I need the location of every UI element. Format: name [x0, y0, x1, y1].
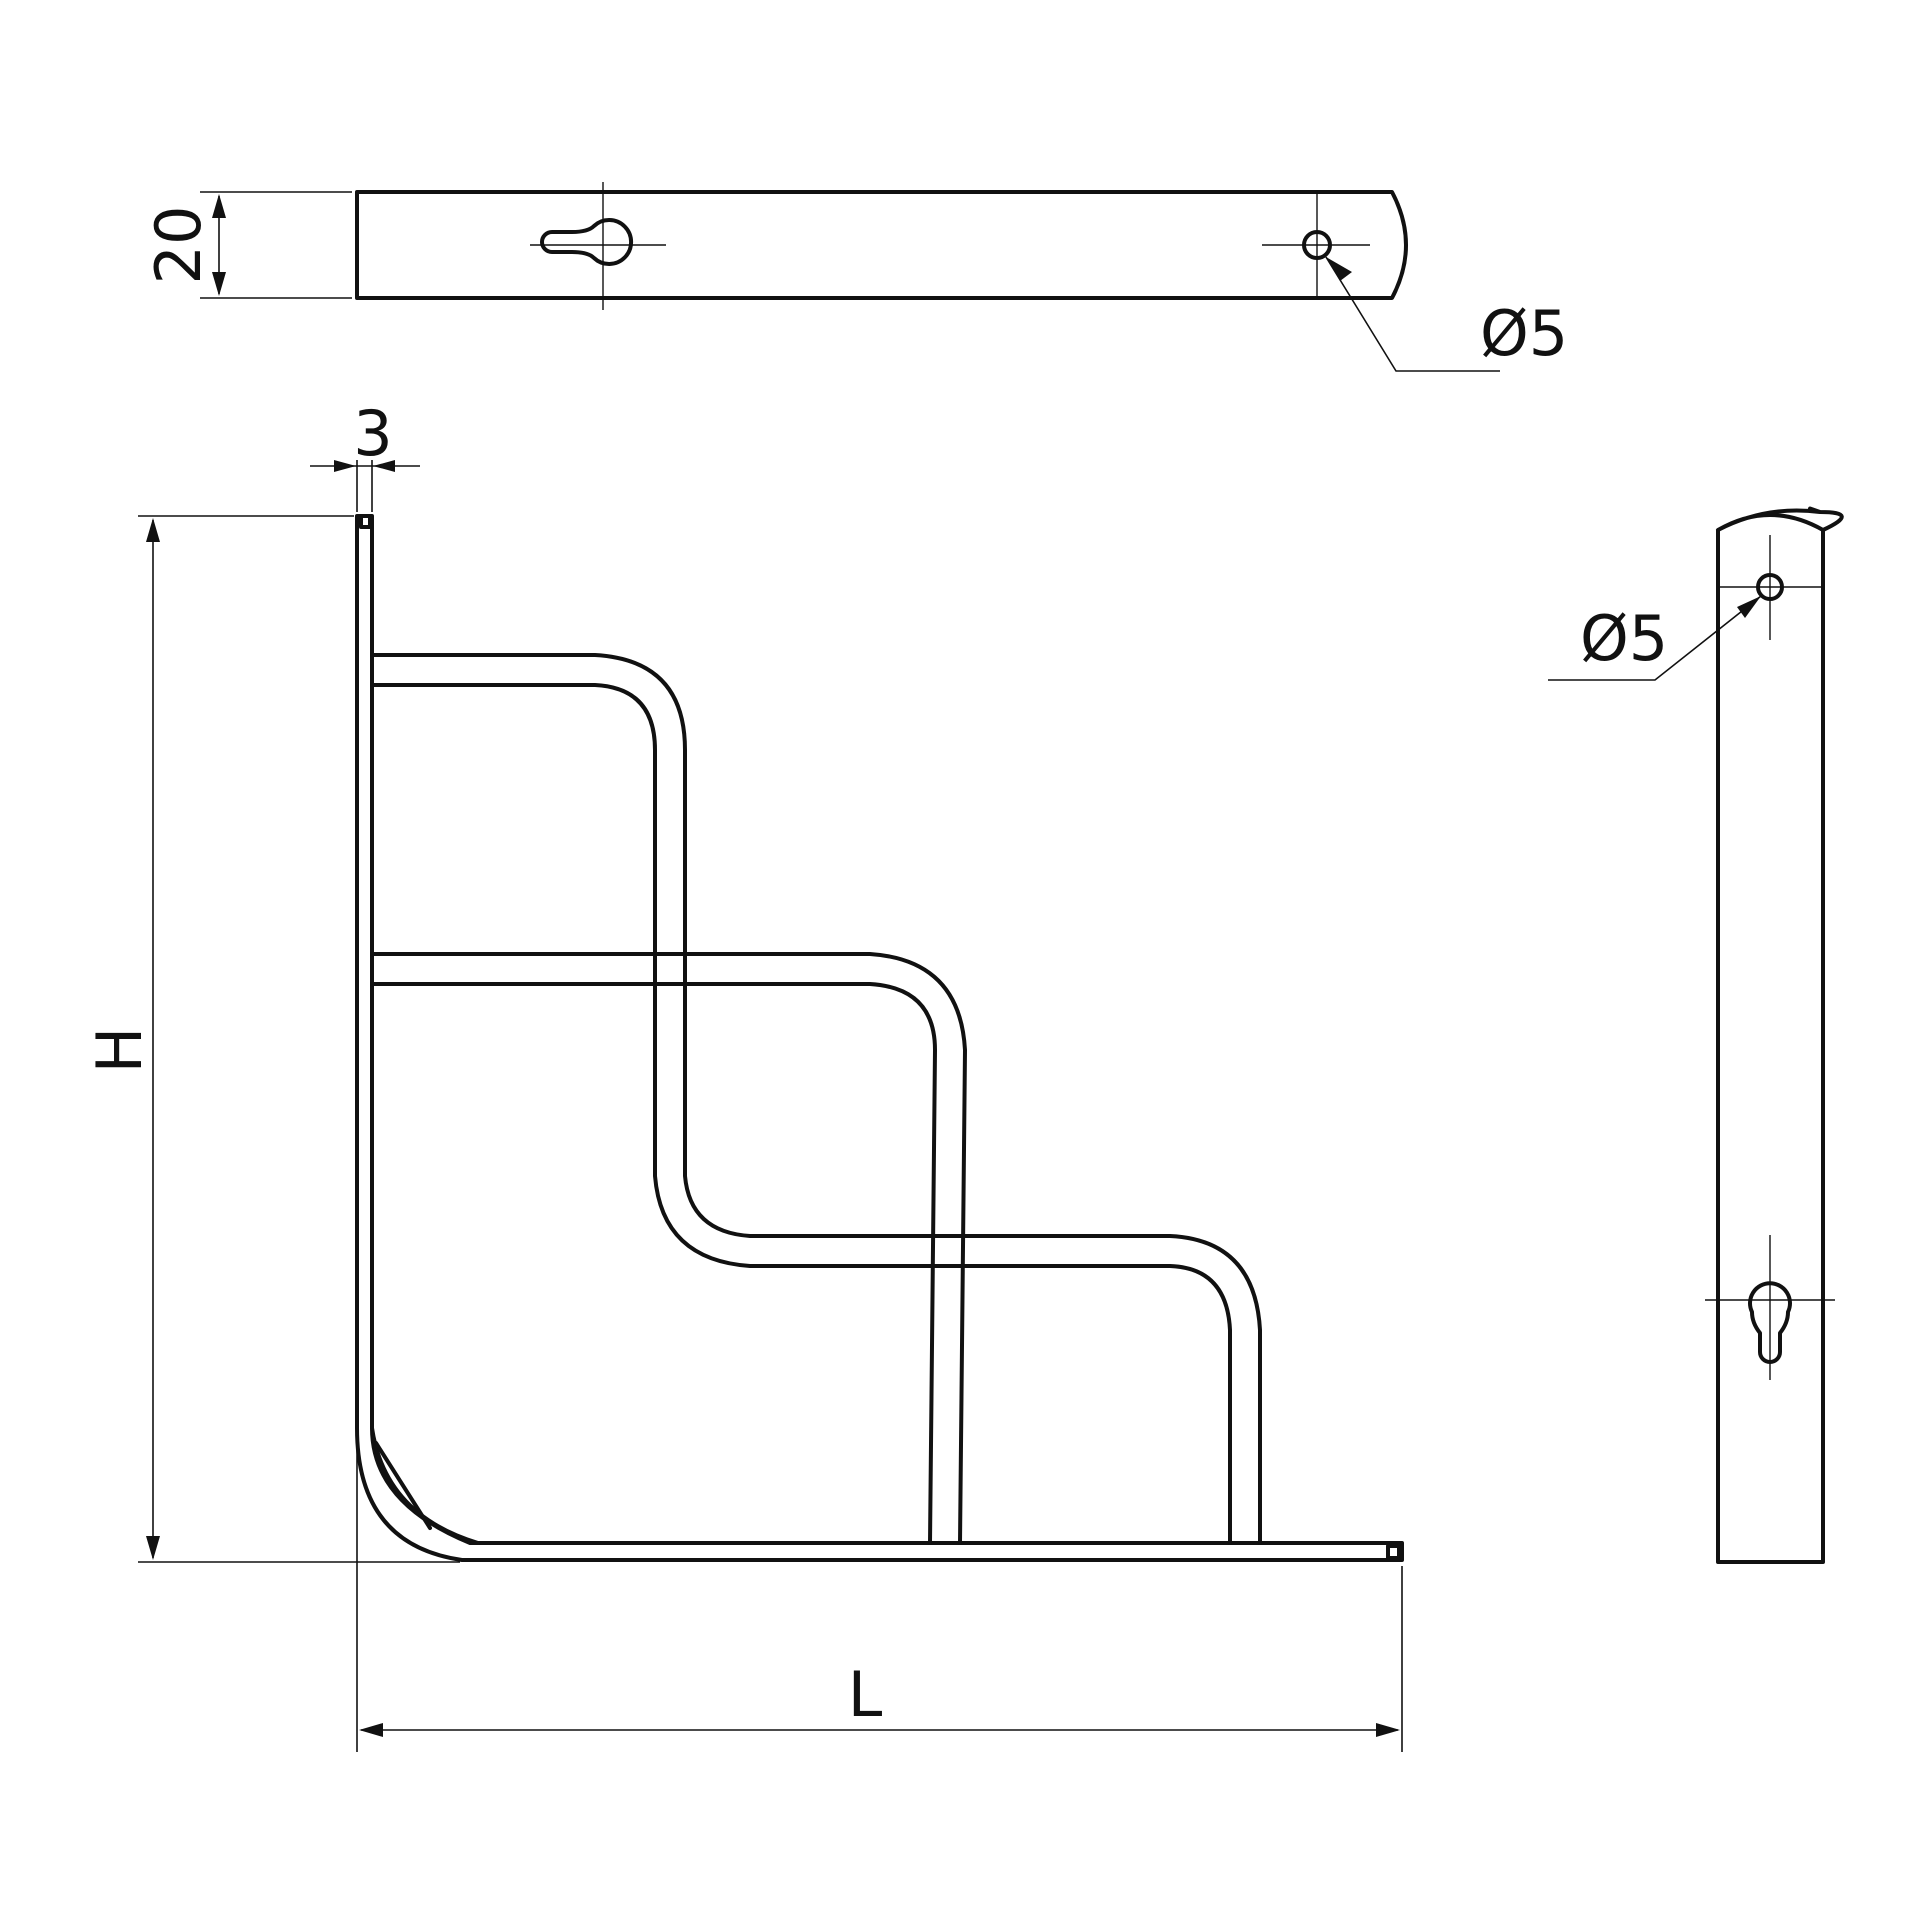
height-arrow-bottom — [146, 1536, 160, 1560]
thickness-arrow-left — [334, 460, 356, 472]
scroll-middle-outer — [370, 952, 967, 1545]
side-hole-leader — [1548, 595, 1762, 681]
front-view: 3 H L — [83, 397, 1404, 1752]
side-view: Ø5 — [1548, 506, 1844, 1564]
top-hole-leader-arrow — [1326, 257, 1352, 281]
bracket-outer-outline — [355, 514, 1404, 1562]
side-view-keyhole-slot — [1748, 1281, 1792, 1364]
top-view-outline — [355, 190, 1408, 300]
side-hole-label: Ø5 — [1580, 602, 1668, 675]
top-hole-label: Ø5 — [1480, 297, 1568, 370]
scroll-upper-outer — [370, 653, 1262, 1545]
length-arrow-right — [1376, 1723, 1400, 1737]
side-hole-leader-arrow — [1737, 596, 1761, 618]
scroll-middle-inner — [370, 982, 937, 1545]
top-view-keyhole-slot — [540, 218, 634, 266]
width-arrow-top — [212, 194, 226, 218]
thickness-arrow-right — [373, 460, 395, 472]
length-label: L — [848, 1658, 883, 1731]
length-arrow-left — [359, 1723, 383, 1737]
thickness-label: 3 — [353, 397, 392, 470]
width-arrow-bottom — [212, 272, 226, 296]
top-view: 20 Ø5 — [142, 182, 1568, 372]
bracket-gusset-line — [374, 1441, 432, 1530]
height-label: H — [83, 1027, 156, 1074]
scroll-upper-inner — [370, 683, 1232, 1545]
top-hole-leader — [1325, 256, 1500, 372]
width-label: 20 — [142, 206, 215, 285]
bracket-right-end-square — [1386, 1544, 1401, 1560]
side-view-outline — [1716, 506, 1844, 1564]
bracket-inner-corner — [370, 1426, 480, 1545]
bracket-top-end-square — [359, 514, 372, 529]
height-arrow-top — [146, 518, 160, 542]
